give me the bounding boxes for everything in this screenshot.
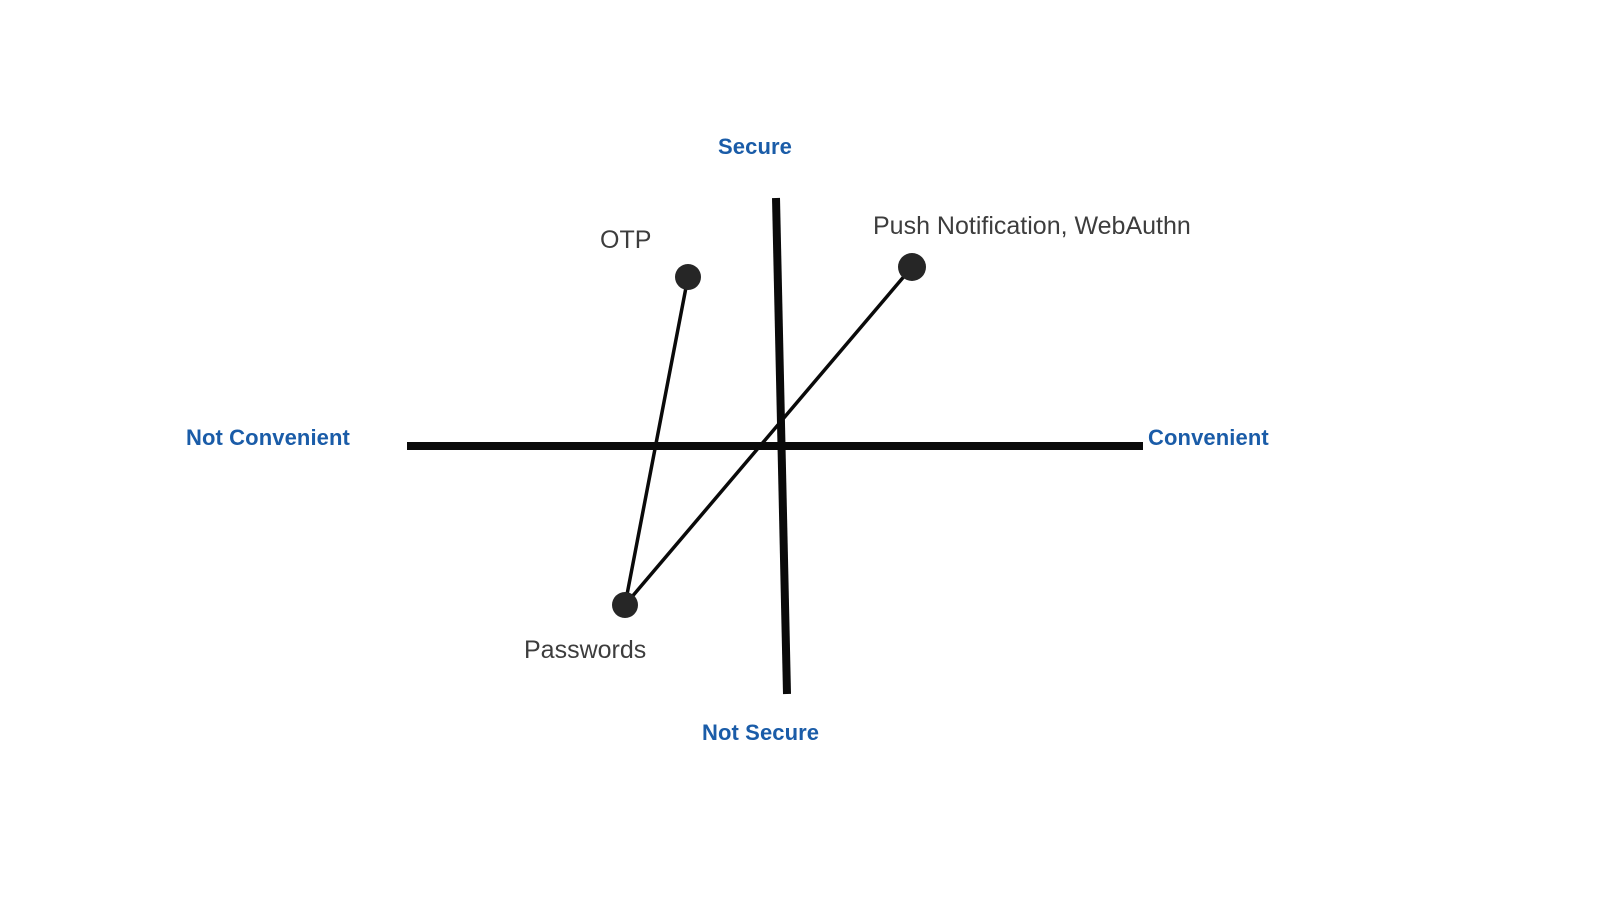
vertical-axis [772,197,791,695]
axis-label-not-convenient: Not Convenient [186,425,350,450]
axis-label-not-secure: Not Secure [702,720,820,745]
data-point-push-webauthn[interactable] [898,253,926,281]
axis-label-secure: Secure [718,134,792,159]
data-point-label-passwords: Passwords [524,636,647,664]
connector-passwords-to-push-webauthn [624,273,907,606]
connector-passwords-to-otp [623,284,688,605]
data-point-label-push-webauthn: Push Notification, WebAuthn [873,212,1191,240]
data-point-otp[interactable] [675,264,701,290]
axis-label-convenient: Convenient [1148,425,1269,450]
data-point-label-otp: OTP [600,226,652,254]
data-point-passwords[interactable] [612,592,638,618]
